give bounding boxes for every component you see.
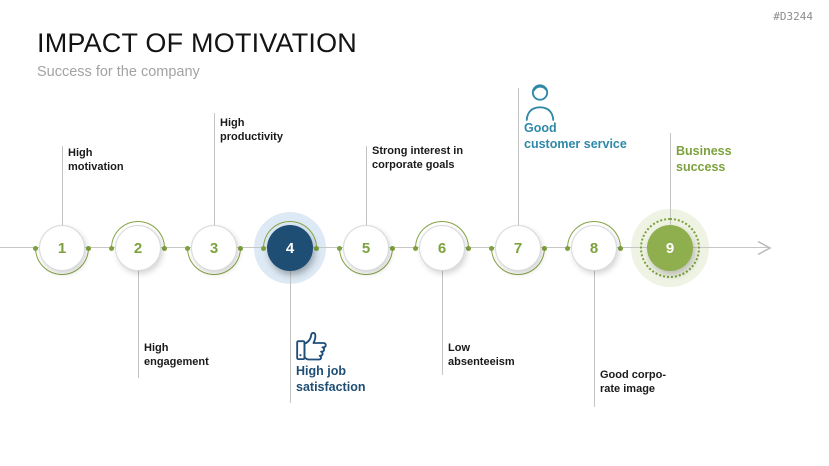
arc-end-dot-left xyxy=(565,245,570,251)
thumbs-up-icon xyxy=(295,330,330,368)
arc-end-dot-right xyxy=(314,245,319,251)
step-number: 5 xyxy=(361,239,371,257)
connector-line xyxy=(62,146,63,226)
step-number: 4 xyxy=(285,239,295,257)
step-label-4: High job satisfaction xyxy=(296,364,366,395)
step-label-9: Business success xyxy=(676,144,732,175)
step-circle-9: 9 xyxy=(647,225,693,271)
step-number: 2 xyxy=(133,239,143,257)
dotted-ring xyxy=(640,218,700,278)
connector-line xyxy=(366,146,367,226)
arc-end-dot-right xyxy=(466,245,471,251)
connector-line xyxy=(670,133,671,226)
arc-end-dot-right xyxy=(542,245,547,251)
arc-end-dot-right xyxy=(618,245,623,251)
step-label-5: Strong interest in corporate goals xyxy=(372,145,464,172)
step-circle-3: 3 xyxy=(191,225,237,271)
connector-line xyxy=(138,270,139,378)
person-icon xyxy=(523,82,557,127)
step-label-6: Low absenteeism xyxy=(448,342,515,369)
step-label-3: High productivity xyxy=(220,117,283,144)
arc-end-dot-left xyxy=(261,245,266,251)
step-label-1: High motivation xyxy=(68,147,124,174)
connector-line xyxy=(290,270,291,403)
step-circle-5: 5 xyxy=(343,225,389,271)
connector-line xyxy=(442,270,443,375)
step-label-7: Good customer service xyxy=(524,121,627,152)
arc-end-dot-left xyxy=(489,245,494,251)
arc-end-dot-right xyxy=(86,245,91,251)
arc-end-dot-right xyxy=(238,245,243,251)
arc-end-dot-right xyxy=(162,245,167,251)
arc-end-dot-left xyxy=(413,245,418,251)
connector-line xyxy=(594,270,595,407)
connector-line xyxy=(214,113,215,226)
arrow-right-icon xyxy=(757,240,772,256)
arc-end-dot-left xyxy=(337,245,342,251)
connector-line xyxy=(518,88,519,226)
arc-end-dot-left xyxy=(109,245,114,251)
step-circle-2: 2 xyxy=(115,225,161,271)
step-number: 8 xyxy=(589,239,599,257)
slide-title: IMPACT OF MOTIVATION xyxy=(37,28,357,58)
step-circle-8: 8 xyxy=(571,225,617,271)
slide-id: #D3244 xyxy=(773,10,813,23)
step-number: 6 xyxy=(437,239,447,257)
slide-subtitle: Success for the company xyxy=(37,64,200,80)
step-number: 9 xyxy=(665,239,675,257)
step-circle-4: 4 xyxy=(267,225,313,271)
step-number: 7 xyxy=(513,239,523,257)
arc-end-dot-left xyxy=(185,245,190,251)
step-label-8: Good corpo- rate image xyxy=(600,369,666,396)
arc-end-dot-left xyxy=(33,245,38,251)
step-number: 3 xyxy=(209,239,219,257)
arc-end-dot-right xyxy=(390,245,395,251)
step-circle-6: 6 xyxy=(419,225,465,271)
step-number: 1 xyxy=(57,239,67,257)
step-circle-1: 1 xyxy=(39,225,85,271)
step-label-2: High engagement xyxy=(144,342,209,369)
step-circle-7: 7 xyxy=(495,225,541,271)
